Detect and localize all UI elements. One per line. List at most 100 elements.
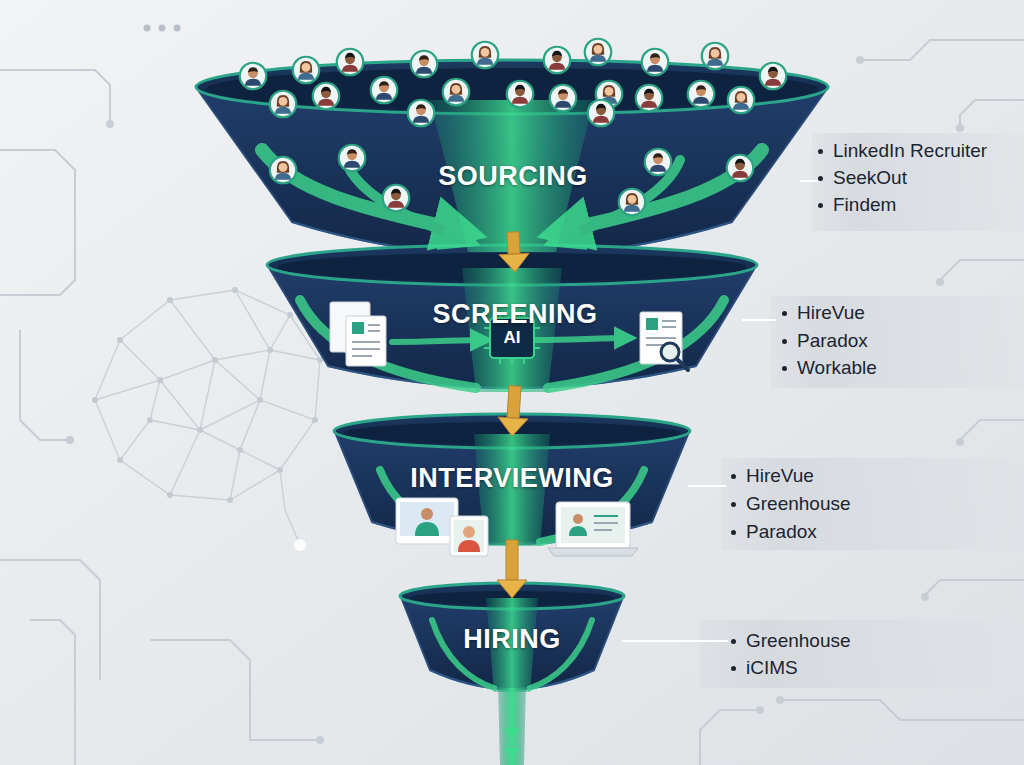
bullet-dot bbox=[731, 502, 736, 507]
laptop-line bbox=[594, 522, 618, 524]
bullet-dot bbox=[818, 203, 823, 208]
chip-pin bbox=[499, 358, 501, 364]
circuit-pad bbox=[756, 706, 764, 714]
chip-pin bbox=[534, 327, 540, 329]
circuit-pad bbox=[956, 124, 964, 132]
chip-pin bbox=[484, 327, 490, 329]
tier-edge bbox=[430, 670, 594, 689]
tier-body bbox=[401, 597, 623, 689]
candidate-avatars bbox=[240, 39, 786, 215]
bullet-dot bbox=[818, 149, 823, 154]
resume-photo bbox=[646, 318, 658, 330]
flow-arrow bbox=[498, 386, 528, 436]
exit-arrow bbox=[504, 728, 520, 740]
flow-line bbox=[558, 150, 762, 232]
candidate-avatar bbox=[411, 51, 437, 77]
circuit-pad bbox=[776, 696, 784, 704]
video-person-head bbox=[463, 526, 475, 538]
laptop-person-head bbox=[573, 514, 583, 524]
resume-line bbox=[352, 341, 380, 343]
candidate-avatar bbox=[642, 49, 668, 75]
tool-band bbox=[722, 458, 1024, 550]
brain-node bbox=[117, 457, 123, 463]
chip-pins bbox=[484, 312, 540, 364]
tier-label: HIRING bbox=[400, 622, 624, 656]
tool-item: Greenhouse bbox=[731, 491, 851, 517]
brain-node bbox=[232, 287, 238, 293]
bullet-dot bbox=[818, 176, 823, 181]
tool-item: Greenhouse bbox=[731, 628, 851, 654]
laptop-person-body bbox=[569, 526, 587, 536]
brain-node bbox=[312, 417, 318, 423]
candidate-avatar bbox=[371, 77, 397, 103]
magnifier-glass bbox=[661, 343, 679, 361]
candidate-avatar bbox=[688, 81, 714, 107]
candidate-avatar bbox=[636, 85, 662, 111]
brain-node bbox=[227, 497, 233, 503]
tool-item: SeekOut bbox=[818, 165, 907, 191]
laptop-line bbox=[594, 529, 612, 531]
circuit-pad bbox=[936, 278, 944, 286]
brain-nodes bbox=[92, 287, 323, 551]
brain-node bbox=[287, 312, 293, 318]
chip-pin bbox=[523, 312, 525, 318]
circuit-trace bbox=[960, 100, 1024, 125]
tool-item: HireVue bbox=[782, 300, 865, 326]
tool-item: Workable bbox=[782, 355, 877, 381]
chip-pin bbox=[511, 312, 513, 318]
candidate-avatar bbox=[728, 87, 754, 113]
window-dot bbox=[159, 25, 166, 32]
candidate-avatar bbox=[588, 100, 614, 126]
tier-label-box: INTERVIEWING bbox=[334, 461, 690, 495]
brain-node bbox=[92, 397, 98, 403]
brain-node bbox=[167, 297, 173, 303]
tier-opening bbox=[206, 68, 818, 110]
arrow-head bbox=[498, 417, 528, 436]
leader-line bbox=[742, 319, 776, 321]
circuit-pad bbox=[316, 736, 324, 744]
tier-shape bbox=[195, 60, 831, 232]
flow-column bbox=[462, 268, 562, 392]
tool-band bbox=[770, 296, 1024, 388]
candidate-avatar bbox=[619, 189, 645, 215]
tier-rim bbox=[334, 414, 690, 448]
brain-node bbox=[277, 467, 283, 473]
candidate-avatar bbox=[585, 39, 611, 65]
circuit-trace bbox=[780, 700, 1024, 720]
resume-line bbox=[646, 337, 676, 339]
tier-opening bbox=[277, 253, 747, 281]
brain-node bbox=[257, 397, 263, 403]
video-tile-screen bbox=[454, 520, 484, 552]
tier-edge bbox=[328, 366, 696, 388]
funnel-tier: SOURCING bbox=[195, 60, 831, 232]
bullet-dot bbox=[782, 339, 787, 344]
arrow-head bbox=[497, 580, 527, 598]
tool-name: Paradox bbox=[797, 330, 868, 352]
tool-item: LinkedIn Recruiter bbox=[818, 138, 987, 164]
circuit-trace bbox=[0, 70, 110, 120]
brain-lines bbox=[95, 290, 320, 545]
funnel-tier: HIRING bbox=[400, 598, 624, 690]
candidate-avatar bbox=[702, 43, 728, 69]
tier-label-box: HIRING bbox=[400, 622, 624, 656]
candidate-avatar bbox=[727, 155, 753, 181]
video-person-body bbox=[415, 522, 439, 536]
circuit-trace bbox=[20, 330, 70, 440]
resume-line bbox=[352, 348, 380, 350]
video-person-body bbox=[458, 540, 480, 552]
candidate-avatar bbox=[313, 83, 339, 109]
tier-label-box: SCREENING bbox=[268, 297, 762, 331]
circuit-pad bbox=[856, 56, 864, 64]
arrow-shaft bbox=[507, 386, 521, 419]
tool-name: Workable bbox=[797, 357, 877, 379]
resume-line bbox=[368, 330, 380, 332]
brain-node bbox=[147, 417, 153, 423]
resume-line bbox=[662, 326, 676, 328]
leader-line bbox=[622, 640, 728, 642]
exit-arrows bbox=[504, 728, 520, 760]
tier-label-box: SOURCING bbox=[195, 159, 831, 193]
tool-name: Greenhouse bbox=[746, 630, 851, 652]
video-window bbox=[396, 498, 458, 544]
